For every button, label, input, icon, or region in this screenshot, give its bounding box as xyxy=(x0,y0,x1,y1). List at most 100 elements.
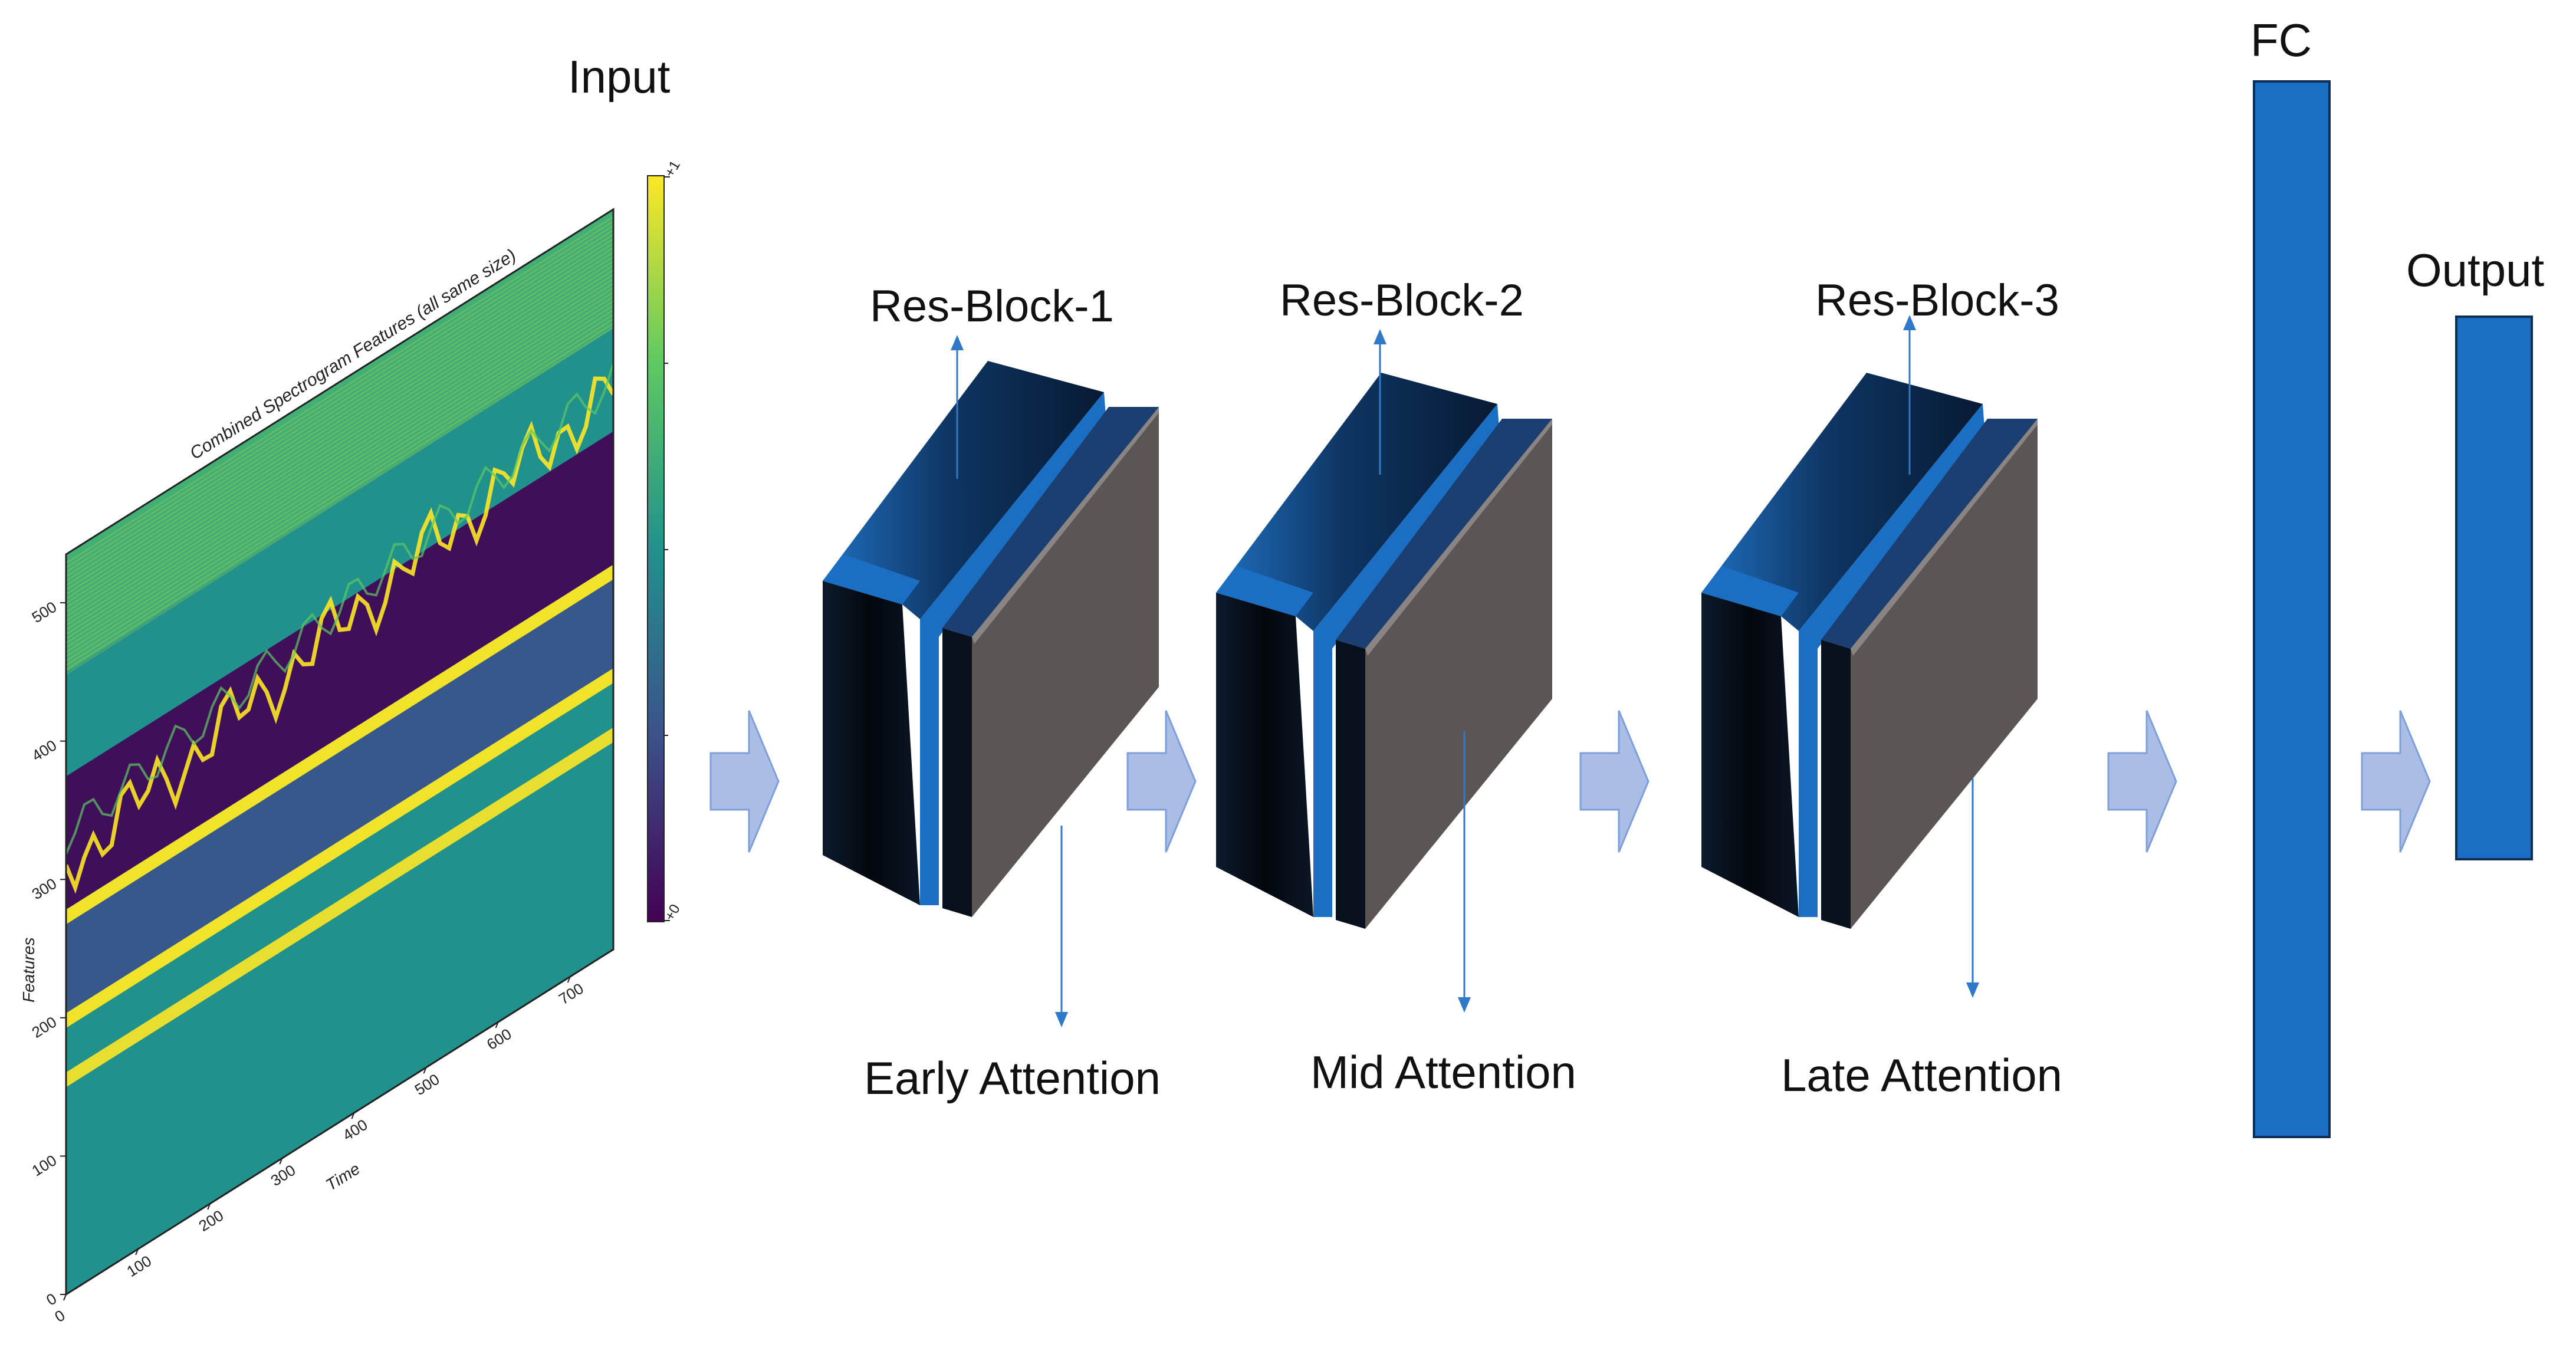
feature-map-highlight xyxy=(1851,419,2038,656)
feature-map-edge xyxy=(1336,640,1365,929)
spec-streak xyxy=(66,247,613,595)
spec-streak xyxy=(66,270,613,617)
feature-map-face xyxy=(972,407,1159,917)
spec-streak xyxy=(66,229,613,577)
spec-streak xyxy=(66,287,613,635)
res-output-arrowhead xyxy=(1374,329,1386,344)
spectrogram-bands xyxy=(66,209,613,1294)
y-tick-label: 100 xyxy=(28,1151,60,1179)
block-top-face xyxy=(1216,373,1497,631)
block-side-stripe xyxy=(1313,404,1499,917)
spec-streak xyxy=(66,296,613,644)
feature-map-highlight xyxy=(972,407,1159,644)
block-side-stripe xyxy=(920,392,1106,905)
output-label: Output xyxy=(2406,244,2544,296)
spec-streak xyxy=(66,261,613,609)
spec-band-pitch xyxy=(66,431,613,910)
fc-label: FC xyxy=(2250,14,2312,66)
attention-label-3: Late Attention xyxy=(1781,1049,2062,1101)
spec-streak xyxy=(66,221,613,568)
block-front-face xyxy=(1216,593,1313,917)
output-bar xyxy=(2455,316,2533,860)
spec-streak xyxy=(66,256,613,604)
x-tick-mark xyxy=(567,976,571,983)
attention-arrowhead xyxy=(1055,1012,1068,1027)
spec-streak xyxy=(66,314,613,662)
fc-layer: FC xyxy=(2250,14,2331,1138)
spec-streak xyxy=(66,234,613,582)
spec-streak xyxy=(66,327,613,675)
y-tick-label: 400 xyxy=(28,736,60,764)
spec-band-upper xyxy=(66,327,613,777)
flow-arrow-2 xyxy=(1126,710,1197,853)
x-tick-mark xyxy=(495,1021,499,1028)
flow-arrow-1 xyxy=(709,710,780,853)
res-output-arrowhead xyxy=(951,335,964,350)
x-tick-mark xyxy=(135,1248,139,1256)
flow-arrow-4 xyxy=(2107,710,2177,853)
spec-streak xyxy=(66,309,613,658)
spec-band-bottom xyxy=(66,742,613,1294)
attention-arrowhead xyxy=(1966,982,1979,998)
x-tick-label: 0 xyxy=(51,1306,68,1326)
feature-map-top xyxy=(942,407,1159,637)
x-tick-mark xyxy=(423,1067,427,1074)
block-top-edge xyxy=(1701,566,1799,616)
spec-line-3 xyxy=(66,727,613,1087)
attention-label-1: Early Attention xyxy=(864,1052,1161,1104)
res-block-label-2: Res-Block-2 xyxy=(1280,275,1524,326)
attention-label-2: Mid Attention xyxy=(1310,1046,1576,1098)
block-side-stripe xyxy=(1799,404,1984,917)
y-tick-label: 0 xyxy=(43,1290,60,1309)
x-tick-mark xyxy=(63,1294,67,1301)
spec-streak xyxy=(66,216,613,564)
spec-streak xyxy=(66,251,613,600)
block-top-face xyxy=(823,361,1104,619)
block-top-edge xyxy=(823,554,920,604)
res-block-2 xyxy=(1216,329,1552,1013)
input-label: Input xyxy=(568,51,671,103)
res-block-label-1: Res-Block-1 xyxy=(870,281,1114,331)
spectrogram-frame xyxy=(65,208,615,1296)
colorbar-gradient xyxy=(647,175,665,922)
feature-map-face xyxy=(1851,419,2038,929)
block-front-face xyxy=(823,581,920,905)
x-tick-mark xyxy=(351,1112,355,1119)
x-tick-mark xyxy=(279,1158,283,1165)
res-output-arrowhead xyxy=(1903,315,1916,330)
spec-band-top xyxy=(66,209,613,673)
x-tick-mark xyxy=(207,1203,211,1210)
feature-map-top xyxy=(1336,419,1552,649)
block-top-edge xyxy=(1216,566,1313,616)
x-axis-label: Time xyxy=(323,1159,363,1194)
res-block-label-3: Res-Block-3 xyxy=(1815,275,2059,326)
output-layer: Output xyxy=(2406,244,2544,860)
spec-line-2 xyxy=(66,668,613,1028)
spec-streak xyxy=(66,323,613,671)
feature-map-edge xyxy=(942,628,972,917)
y-tick-label: 200 xyxy=(28,1013,60,1041)
spec-streak xyxy=(66,300,613,648)
spec-streak xyxy=(66,238,613,586)
spec-streak xyxy=(66,282,613,630)
feature-map-edge xyxy=(1821,640,1851,929)
spec-streak xyxy=(66,278,613,626)
y-tick-label: 300 xyxy=(28,875,60,903)
res-block-1 xyxy=(823,335,1159,1027)
colorbar: +1 +0 xyxy=(647,158,684,924)
feature-map-highlight xyxy=(1365,419,1552,656)
spec-pitch-contour-2 xyxy=(66,363,613,855)
feature-map-face xyxy=(1365,419,1552,929)
y-tick-label: 500 xyxy=(28,598,60,626)
spec-streak xyxy=(66,318,613,666)
feature-map-top xyxy=(1821,419,2038,649)
flow-arrow-3 xyxy=(1579,710,1650,853)
spec-streak xyxy=(66,291,613,639)
spec-streak xyxy=(66,242,613,591)
fc-bar xyxy=(2253,80,2331,1138)
block-front-face xyxy=(1701,593,1799,917)
